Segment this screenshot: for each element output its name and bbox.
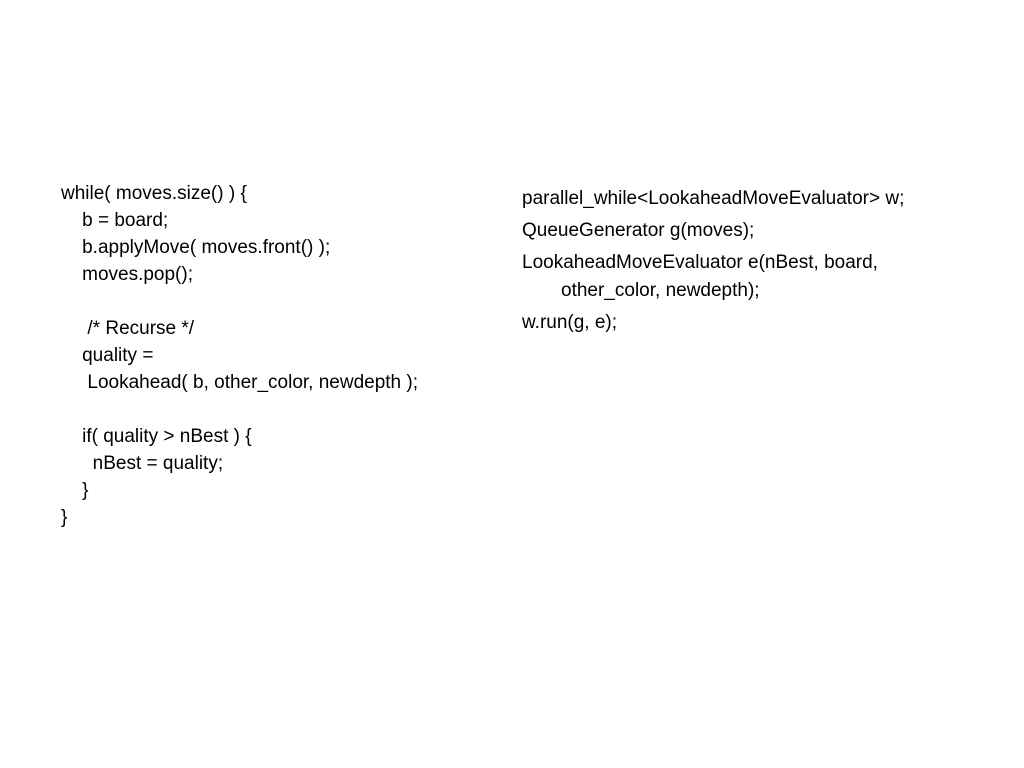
code-line: moves.pop();	[61, 264, 193, 285]
code-statement-main: LookaheadMoveEvaluator e(nBest, board,	[522, 252, 878, 273]
code-comment: /* Recurse */	[61, 318, 195, 339]
code-line: while( moves.size() ) {	[61, 183, 247, 204]
code-line: }	[61, 507, 68, 528]
code-line: b = board;	[61, 210, 169, 231]
parallel-code-block: parallel_while<LookaheadMoveEvaluator> w…	[522, 185, 1002, 341]
code-statement: QueueGenerator g(moves);	[522, 220, 755, 241]
code-line: nBest = quality;	[61, 453, 224, 474]
code-line: b.applyMove( moves.front() );	[61, 237, 331, 258]
code-line-blank	[61, 396, 511, 423]
code-line: }	[61, 480, 89, 501]
code-statement: parallel_while<LookaheadMoveEvaluator> w…	[522, 188, 905, 209]
sequential-code-block: while( moves.size() ) { b = board; b.app…	[61, 180, 511, 531]
code-line-blank	[61, 288, 511, 315]
code-line: Lookahead( b, other_color, newdepth );	[61, 372, 419, 393]
code-line: quality =	[61, 345, 154, 366]
code-statement: LookaheadMoveEvaluator e(nBest, board, o…	[522, 249, 1002, 305]
code-statement: w.run(g, e);	[522, 312, 618, 333]
code-line: if( quality > nBest ) {	[61, 426, 252, 447]
code-statement-continuation: other_color, newdepth);	[561, 280, 760, 301]
